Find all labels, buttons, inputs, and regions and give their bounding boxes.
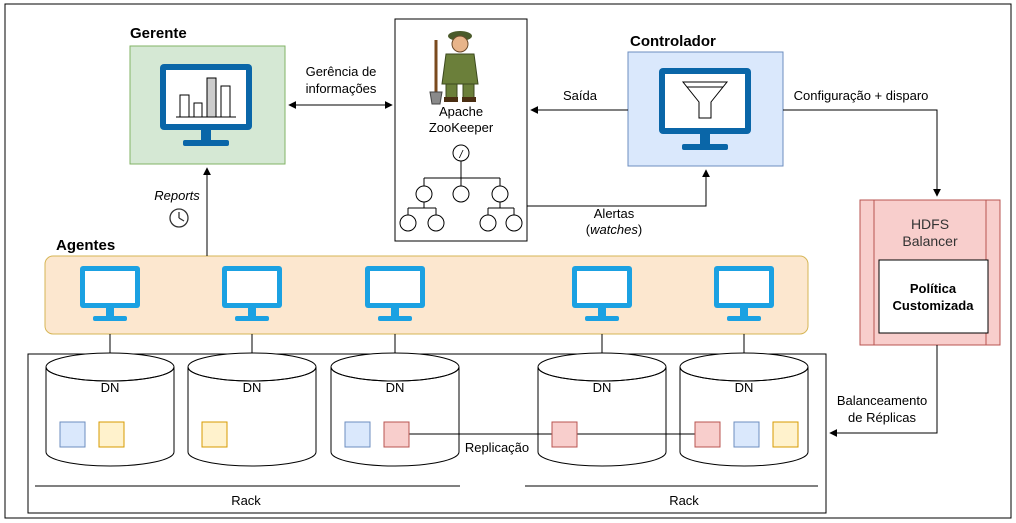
gerente-monitor-chart-icon bbox=[160, 64, 252, 146]
alertas-label: Alertas bbox=[594, 206, 635, 221]
hdfs-balancer-node: HDFS Balancer Política Customizada bbox=[859, 199, 1001, 346]
zookeeper-node: Apache ZooKeeper / bbox=[394, 18, 528, 242]
gerencia-label-line1: Gerência de bbox=[306, 64, 377, 79]
agentes-group: Agentes bbox=[44, 237, 809, 335]
datanode-cylinder: DN bbox=[330, 352, 460, 467]
znode-root-label: / bbox=[458, 149, 463, 161]
gerente-title: Gerente bbox=[130, 25, 187, 42]
gerencia-label-line2: informações bbox=[306, 81, 377, 96]
block-orange bbox=[98, 421, 125, 448]
balanceamento-arrow bbox=[829, 345, 938, 437]
replicacao-label: Replicação bbox=[465, 440, 529, 455]
block-red bbox=[383, 421, 410, 448]
clock-icon bbox=[169, 208, 189, 228]
rack-label-2: Rack bbox=[669, 493, 699, 508]
block-blue bbox=[733, 421, 760, 448]
outer-frame bbox=[4, 3, 1012, 519]
datanode-label: DN bbox=[386, 380, 405, 395]
zookeeper-label-line2: ZooKeeper bbox=[429, 120, 494, 135]
controlador-monitor-filter-icon bbox=[659, 68, 751, 150]
agentes-title: Agentes bbox=[56, 237, 115, 254]
zookeeper-mascot-icon bbox=[429, 31, 479, 105]
controlador-node: Controlador bbox=[627, 33, 784, 167]
datanode-label: DN bbox=[735, 380, 754, 395]
gerente-node: Gerente bbox=[129, 25, 286, 165]
watches-label: (watches) bbox=[586, 222, 642, 237]
reports-label: Reports bbox=[154, 188, 200, 203]
agent-monitor-icon bbox=[572, 266, 632, 321]
datanode-label: DN bbox=[243, 380, 262, 395]
agent-monitor-icon bbox=[714, 266, 774, 321]
agent-monitor-icon bbox=[222, 266, 282, 321]
datanode-label: DN bbox=[101, 380, 120, 395]
agent-monitor-icon bbox=[80, 266, 140, 321]
saida-label: Saída bbox=[563, 88, 598, 103]
block-blue bbox=[344, 421, 371, 448]
agent-monitor-icon bbox=[365, 266, 425, 321]
politica-label-line1: Política bbox=[910, 281, 957, 296]
datanode-cylinder: DN bbox=[537, 352, 667, 467]
datanode-label: DN bbox=[593, 380, 612, 395]
datanode-cylinder: DN bbox=[45, 352, 175, 467]
replicacao-label-bg bbox=[460, 440, 534, 456]
controlador-title: Controlador bbox=[630, 33, 716, 50]
alertas-arrow bbox=[527, 169, 710, 207]
block-orange bbox=[201, 421, 228, 448]
balanceamento-label-line1: Balanceamento bbox=[837, 393, 927, 408]
balanceamento-label-line2: de Réplicas bbox=[848, 410, 916, 425]
block-orange bbox=[772, 421, 799, 448]
hdfs-label-line2: Balancer bbox=[902, 233, 958, 249]
hdfs-label-line1: HDFS bbox=[911, 216, 949, 232]
agentes-box bbox=[44, 255, 809, 335]
block-blue bbox=[59, 421, 86, 448]
zookeeper-label-line1: Apache bbox=[439, 104, 483, 119]
block-red bbox=[694, 421, 721, 448]
datanode-cylinder: DN bbox=[187, 352, 317, 467]
datanode-cylinder: DN bbox=[679, 352, 809, 467]
politica-label-line2: Customizada bbox=[893, 298, 975, 313]
configuracao-label: Configuração + disparo bbox=[794, 88, 929, 103]
znode-tree-icon bbox=[399, 144, 523, 232]
block-red bbox=[551, 421, 578, 448]
configuracao-arrow bbox=[783, 109, 941, 197]
politica-box bbox=[878, 259, 989, 334]
rack-label-1: Rack bbox=[231, 493, 261, 508]
